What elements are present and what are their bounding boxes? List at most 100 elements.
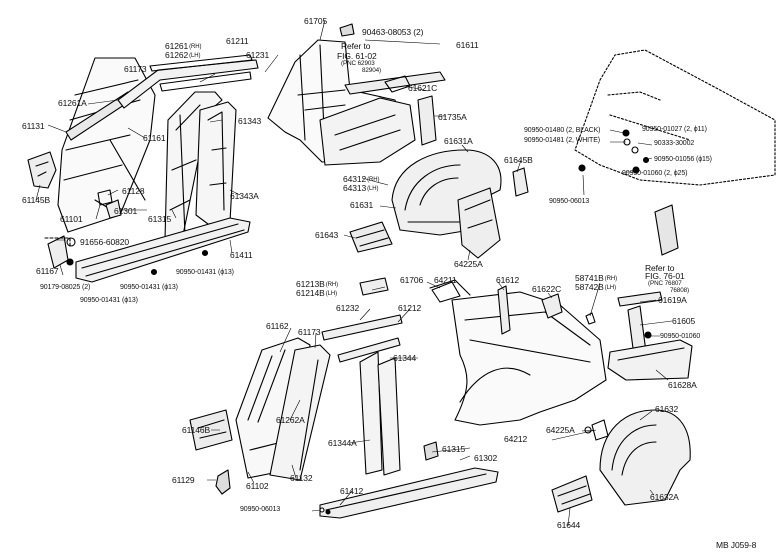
label-90950-01480: 90950-01480 (2, BLACK) bbox=[524, 127, 601, 134]
label-64313-side: (LH) bbox=[367, 186, 379, 192]
label-61211: 61211 bbox=[226, 36, 249, 46]
label-64313: 64313 bbox=[343, 183, 367, 193]
label-61261-side: (RH) bbox=[189, 44, 202, 50]
figure-ref-61-02: FIG. 61-02 bbox=[337, 51, 377, 61]
label-61611: 61611 bbox=[456, 40, 479, 50]
part-61128 bbox=[97, 189, 113, 206]
label-90950-01060-2: 90950-01060 (2, ϕ25) bbox=[622, 170, 688, 177]
wheelhouse-61632 bbox=[599, 409, 691, 506]
bar-61232 bbox=[321, 314, 403, 341]
label-61735A: 61735A bbox=[438, 112, 467, 122]
label-90950-01431-a: 90950-01431 (ϕ13) bbox=[176, 269, 234, 276]
label-90950-06013-bottom: 90950-06013 bbox=[240, 506, 281, 513]
label-61412: 61412 bbox=[340, 486, 364, 496]
label-61628A: 61628A bbox=[668, 380, 697, 390]
label-61619A: 61619A bbox=[658, 295, 687, 305]
label-61129: 61129 bbox=[172, 475, 195, 485]
pillar-61344 bbox=[359, 351, 383, 475]
label-58742B: 58742B bbox=[575, 282, 604, 292]
part-rear-right bbox=[654, 204, 679, 256]
label-61705: 61705 bbox=[304, 16, 328, 26]
label-90950-01431-c: 90950-01431 (ϕ13) bbox=[80, 297, 138, 304]
label-64312-side: (RH) bbox=[367, 177, 380, 183]
label-61167: 61167 bbox=[36, 266, 59, 276]
label-58742B-side: (LH) bbox=[604, 285, 616, 291]
part-61643 bbox=[349, 221, 393, 253]
part-61645B bbox=[512, 167, 529, 197]
label-61632A: 61632A bbox=[650, 492, 679, 502]
label-91656-60820: 91656-60820 bbox=[80, 237, 130, 247]
label-61605: 61605 bbox=[672, 316, 696, 326]
label-90463-08053: 90463-08053 (2) bbox=[362, 27, 424, 37]
part-61644 bbox=[551, 475, 593, 513]
label-61262-side: (LH) bbox=[189, 53, 201, 59]
bracket-90463 bbox=[339, 23, 355, 37]
upper-bar-61611 bbox=[344, 71, 446, 95]
label-90950-01481: 90950-01481 (2, WHITE) bbox=[524, 137, 601, 144]
label-61343A: 61343A bbox=[230, 191, 259, 201]
label-64225A-bottom: 64225A bbox=[546, 425, 575, 435]
part-61619A bbox=[617, 291, 663, 307]
label-58741B-side: (RH) bbox=[604, 276, 617, 282]
label-61131: 61131 bbox=[22, 121, 45, 131]
label-61213B: 61213B bbox=[296, 279, 325, 289]
label-61101: 61101 bbox=[60, 214, 83, 224]
label-61146B: 61146B bbox=[182, 425, 211, 435]
label-61232: 61232 bbox=[336, 303, 360, 313]
label-61631: 61631 bbox=[350, 200, 374, 210]
label-61622C: 61622C bbox=[532, 284, 562, 294]
small-part-61301 bbox=[105, 199, 122, 219]
label-61128: 61128 bbox=[122, 186, 145, 196]
label-61261A: 61261A bbox=[58, 98, 87, 108]
label-61631A: 61631A bbox=[444, 136, 473, 146]
part-61621C bbox=[384, 75, 411, 93]
part-61145B bbox=[27, 151, 57, 189]
label-64225A-top: 64225A bbox=[454, 259, 483, 269]
label-61644: 61644 bbox=[557, 520, 581, 530]
pnc-ref-a2: 82904) bbox=[362, 67, 382, 74]
pillar-61344A bbox=[377, 357, 401, 476]
figure-ref-76-01: FIG. 76-01 bbox=[645, 271, 685, 281]
bracket-61167 bbox=[47, 235, 69, 269]
label-90333-30002: 90333-30002 bbox=[654, 140, 695, 147]
part-64211 bbox=[431, 281, 461, 303]
label-61213B-side: (RH) bbox=[325, 282, 338, 288]
label-61212: 61212 bbox=[398, 303, 422, 313]
hook-61129 bbox=[215, 469, 231, 495]
label-61706: 61706 bbox=[400, 275, 424, 285]
label-61262: 61262 bbox=[165, 50, 189, 60]
part-61612 bbox=[497, 285, 511, 335]
label-61411: 61411 bbox=[230, 250, 253, 260]
label-61344A: 61344A bbox=[328, 438, 357, 448]
label-61173-lower: 61173 bbox=[298, 327, 321, 337]
label-90950-01027: 90950-01027 (2, ϕ11) bbox=[642, 126, 707, 133]
refer-to-a: Refer to bbox=[341, 41, 371, 51]
label-61315: 61315 bbox=[148, 214, 172, 224]
pillar-61343A bbox=[195, 101, 237, 225]
label-61301: 61301 bbox=[114, 206, 138, 216]
label-61315-lower: 61315 bbox=[442, 444, 466, 454]
label-61132: 61132 bbox=[290, 473, 313, 483]
label-64211: 64211 bbox=[434, 275, 457, 285]
rail-61261 bbox=[149, 54, 253, 72]
label-90950-01056: 90950-01056 (ϕ15) bbox=[654, 156, 712, 163]
label-90950-01060: 90950-01060 bbox=[660, 333, 701, 340]
label-61162: 61162 bbox=[266, 321, 289, 331]
pnc-ref-a1: (PNC 62903 bbox=[341, 60, 375, 67]
label-90950-06013-top: 90950-06013 bbox=[549, 198, 590, 205]
part-61315b bbox=[423, 441, 439, 461]
bar-61213B bbox=[359, 277, 389, 296]
pnc-ref-b2: 76808) bbox=[670, 287, 690, 294]
refer-to-b: Refer to bbox=[645, 263, 675, 273]
label-61343: 61343 bbox=[238, 116, 262, 126]
rear-floor-outline bbox=[574, 49, 776, 186]
label-61145B: 61145B bbox=[22, 195, 51, 205]
part-61735A bbox=[417, 95, 437, 146]
panel-64225A bbox=[457, 187, 501, 259]
label-90950-01431-b: 90950-01431 (ϕ13) bbox=[120, 284, 178, 291]
label-61612: 61612 bbox=[496, 275, 520, 285]
rocker-61412 bbox=[319, 467, 499, 519]
label-61645B: 61645B bbox=[504, 155, 533, 165]
label-61231: 61231 bbox=[246, 50, 270, 60]
